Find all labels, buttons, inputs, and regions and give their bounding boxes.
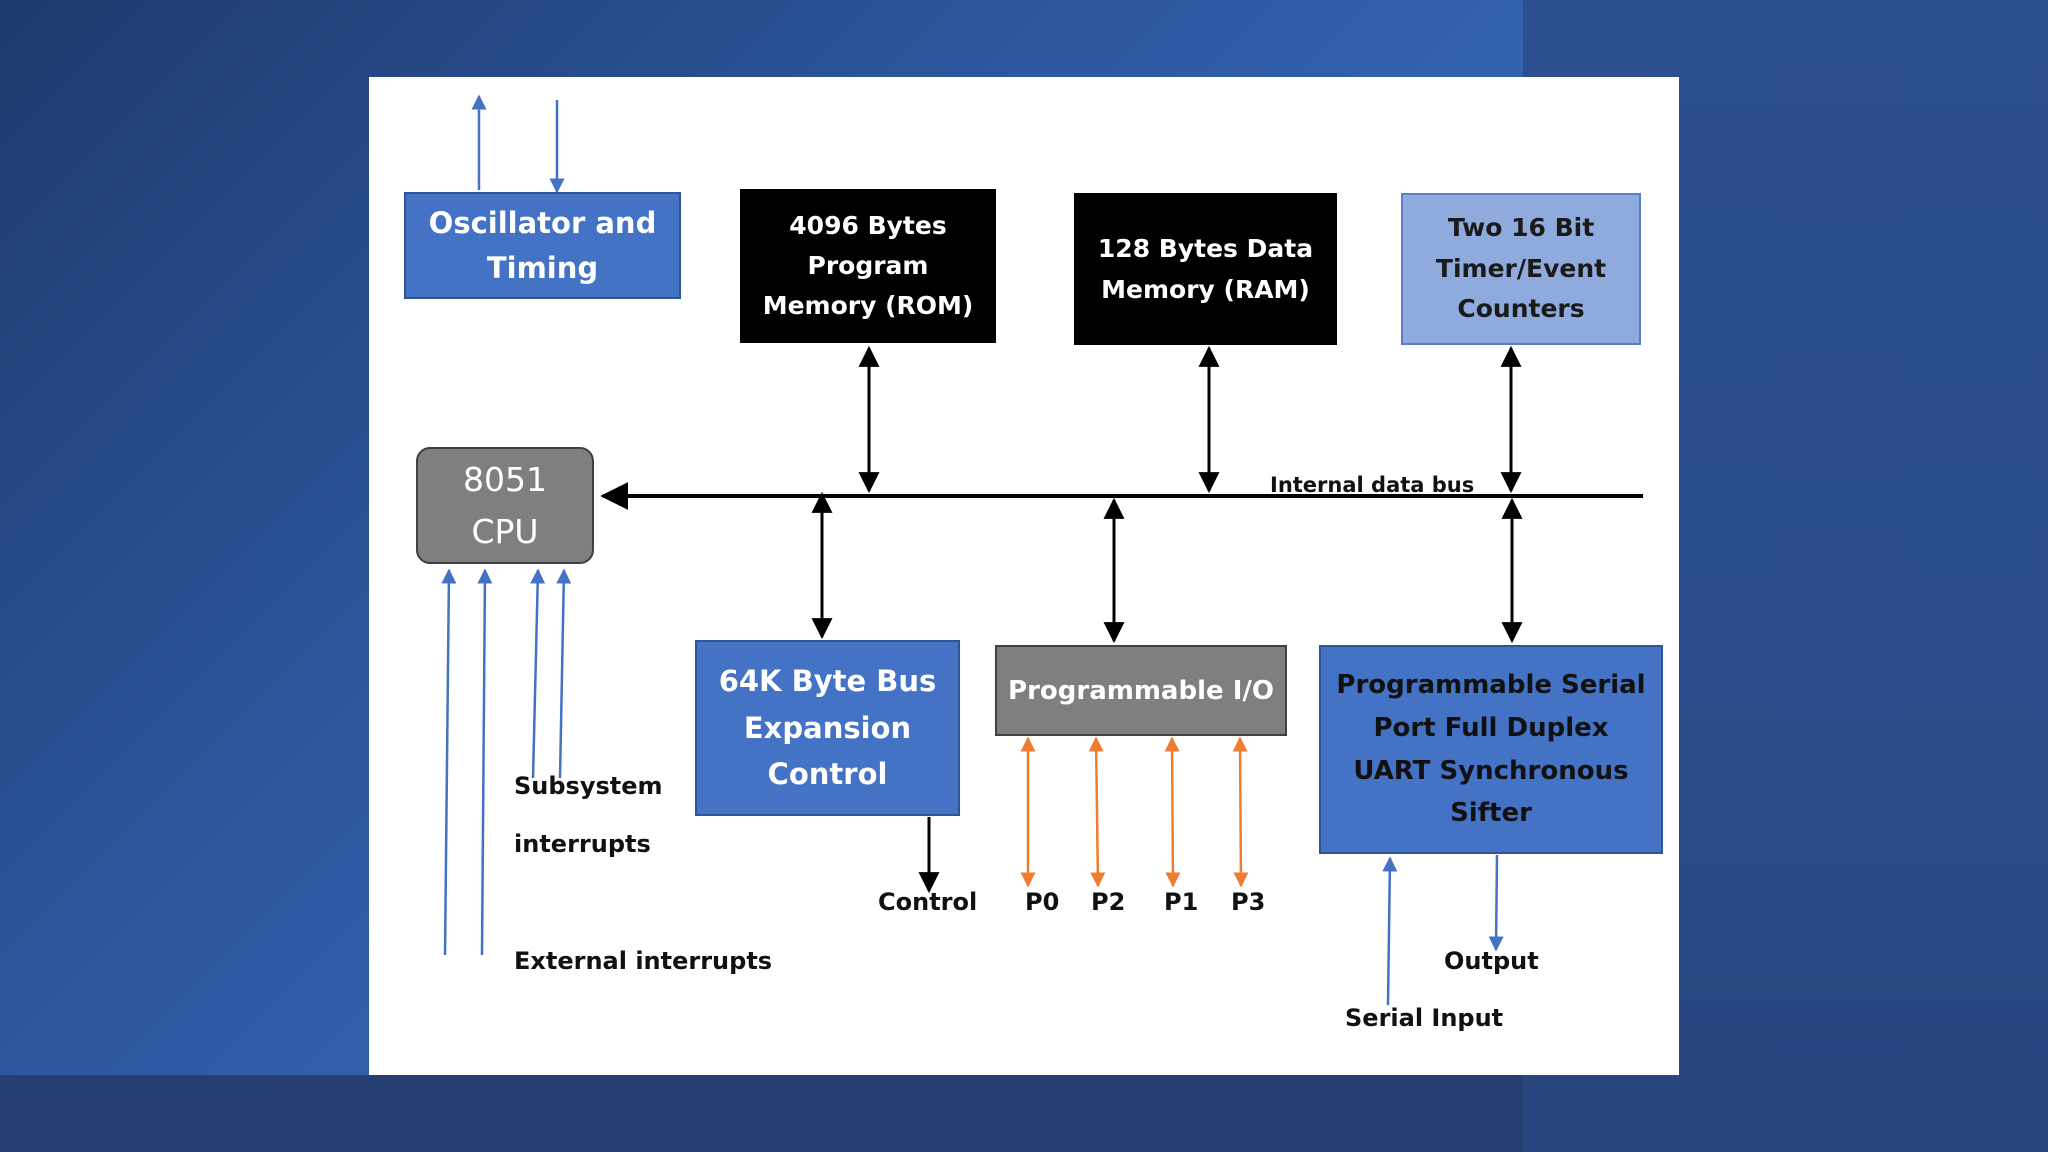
port-p0-label: P0 [1025, 888, 1060, 916]
subsystem-interrupt-arrow-2 [556, 568, 572, 779]
oscillator-timing-label: Oscillator and Timing [428, 205, 657, 285]
serial-port-label: Programmable Serial Port Full Duplex UAR… [1336, 669, 1646, 829]
external-interrupt-arrow-2 [477, 568, 493, 956]
oscillator-timing-box: Oscillator and Timing [404, 192, 681, 299]
port-p2-label: P2 [1091, 888, 1126, 916]
cpu-label: 8051 CPU [463, 460, 547, 551]
external-interrupts-label: External interrupts [514, 947, 773, 975]
subsystem-label: Subsystem [514, 772, 663, 800]
ram-box: 128 Bytes Data Memory (RAM) [1074, 193, 1337, 345]
rom-box: 4096 Bytes Program Memory (ROM) [740, 189, 996, 343]
programmable-io-box: Programmable I/O [995, 645, 1287, 736]
timer-counter-label: Two 16 Bit Timer/Event Counters [1435, 213, 1607, 324]
interrupts-label: interrupts [514, 830, 651, 858]
programmable-io-label: Programmable I/O [1008, 675, 1274, 706]
serial-input-arrow [1382, 856, 1398, 1006]
output-label: Output [1444, 947, 1539, 975]
port-p3-label: P3 [1231, 888, 1266, 916]
serial-output-arrow [1488, 854, 1504, 952]
bus-expansion-control-box: 64K Byte Bus Expansion Control [695, 640, 960, 816]
timer-counter-box: Two 16 Bit Timer/Event Counters [1401, 193, 1641, 345]
port-p1-label: P1 [1164, 888, 1199, 916]
control-label: Control [878, 888, 978, 916]
external-interrupt-arrow-1 [441, 568, 457, 956]
port-p3-arrow [1232, 736, 1249, 888]
background-panel-bottom [0, 1075, 1523, 1152]
internal-data-bus-label: Internal data bus [1270, 473, 1475, 497]
ram-label: 128 Bytes Data Memory (RAM) [1097, 233, 1314, 304]
subsystem-interrupt-arrow-1 [530, 568, 546, 779]
port-p2-arrow [1088, 736, 1106, 888]
serial-port-box: Programmable Serial Port Full Duplex UAR… [1319, 645, 1663, 854]
cpu-box: 8051 CPU [416, 447, 594, 564]
serial-input-label: Serial Input [1345, 1004, 1504, 1032]
port-p1-arrow [1164, 736, 1181, 888]
bus-expansion-control-label: 64K Byte Bus Expansion Control [718, 664, 937, 792]
rom-label: 4096 Bytes Program Memory (ROM) [762, 211, 974, 320]
